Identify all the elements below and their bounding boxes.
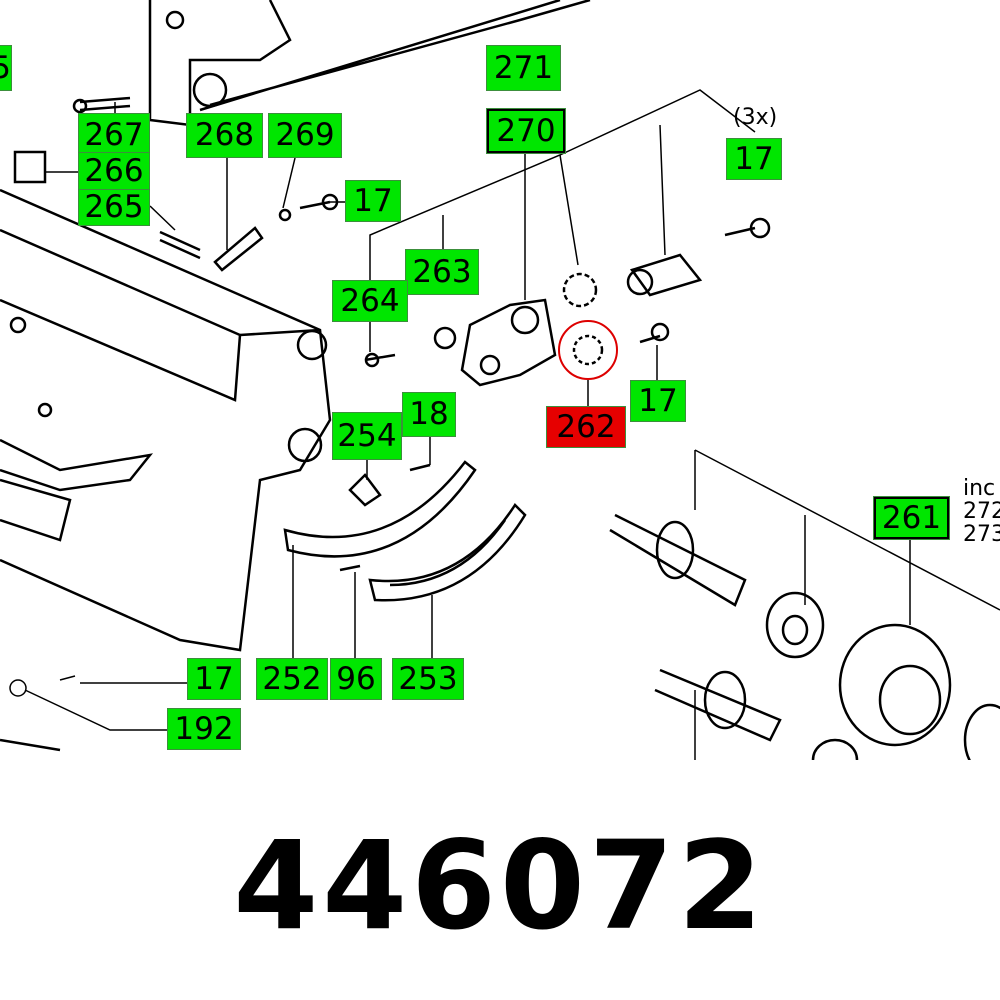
callout-label: 192 — [174, 710, 234, 747]
callout-label: 17 — [194, 660, 234, 697]
callout-label: 17 — [638, 382, 678, 419]
callout-label: 18 — [409, 396, 449, 432]
callout-17-screw[interactable]: 17 — [345, 180, 401, 222]
callout-263[interactable]: 263 — [405, 249, 479, 295]
part-number: 446072 — [233, 815, 767, 957]
top-linkage — [72, 0, 591, 127]
includes-part-273: 273 — [963, 522, 1000, 548]
callout-266[interactable]: 266 — [78, 152, 150, 190]
callout-label: 268 — [194, 117, 255, 153]
leader-lines — [9, 89, 1000, 760]
callout-269[interactable]: 269 — [268, 113, 342, 158]
guide-rails — [283, 460, 527, 602]
callout-label: 5 — [0, 49, 11, 86]
callout-268[interactable]: 268 — [186, 113, 263, 158]
callout-253[interactable]: 253 — [392, 658, 464, 700]
callout-label: 96 — [336, 660, 376, 697]
callout-252[interactable]: 252 — [256, 658, 328, 700]
callout-label: 264 — [340, 282, 400, 319]
callout-17-gear[interactable]: 17 — [630, 380, 686, 422]
exploded-parts-drawing — [0, 0, 1000, 760]
callout-96[interactable]: 96 — [330, 658, 382, 700]
callout-17-bottom[interactable]: 17 — [187, 658, 241, 700]
includes-label: inc — [963, 476, 996, 501]
callout-261[interactable]: 261 — [873, 496, 950, 540]
includes-note: inc 272 273 — [963, 477, 1000, 546]
callout-270[interactable]: 270 — [486, 108, 566, 154]
callout-271[interactable]: 271 — [486, 45, 561, 91]
callout-label: 269 — [275, 117, 335, 153]
callout-label: 262 — [556, 408, 616, 445]
callout-265[interactable]: 265 — [78, 189, 150, 226]
callout-254[interactable]: 254 — [332, 412, 402, 460]
callout-label: 17 — [734, 140, 774, 177]
callout-label: 263 — [412, 253, 472, 290]
callout-264[interactable]: 264 — [332, 280, 408, 322]
callout-label: 271 — [493, 49, 554, 86]
callout-label: 252 — [262, 660, 322, 697]
small-parts — [13, 150, 771, 507]
callout-label: 17 — [353, 182, 393, 219]
callout-label: 265 — [84, 189, 144, 225]
housing-frame — [0, 188, 332, 752]
quantity-note: (3x) — [733, 105, 778, 130]
callout-17-top[interactable]: 17 — [726, 138, 782, 180]
callout-label: 266 — [84, 152, 144, 189]
callout-label: 254 — [337, 417, 397, 454]
shafts-rollers — [609, 513, 1000, 760]
callout-label: 261 — [881, 499, 942, 536]
callout-label: 270 — [496, 112, 556, 149]
includes-part-272: 272 — [963, 499, 1000, 525]
callout-262-highlighted[interactable]: 262 — [546, 406, 626, 448]
callout-label: 253 — [398, 660, 458, 697]
callout-label: 267 — [84, 116, 144, 153]
callout-267[interactable]: 267 — [78, 113, 150, 157]
callout-5[interactable]: 5 — [0, 45, 12, 91]
callout-18[interactable]: 18 — [402, 392, 456, 437]
callout-192[interactable]: 192 — [167, 708, 241, 750]
